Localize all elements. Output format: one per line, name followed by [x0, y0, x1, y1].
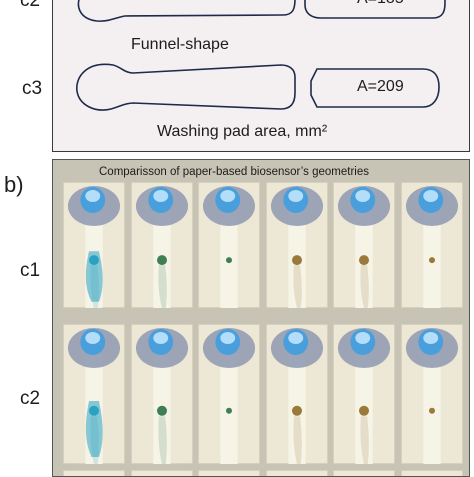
- strip-drawing: [202, 186, 256, 308]
- strip-drawing: [67, 328, 121, 464]
- strip-drawing: [270, 328, 323, 464]
- row-label-c3: c3: [22, 78, 43, 99]
- sensor-strip-photo: [400, 324, 463, 464]
- strip-drawing: [405, 186, 458, 308]
- sensor-strip-photo: [198, 324, 260, 464]
- funnel-shape-caption: Funnel-shape: [131, 36, 229, 53]
- strip-drawing: [270, 186, 323, 308]
- sensor-strip-photo: [265, 182, 328, 308]
- area-label-c3: A=209: [357, 78, 404, 95]
- strip-row-c1: [63, 182, 463, 308]
- strip-drawing: [135, 186, 188, 308]
- sensor-strip-photo: [400, 182, 463, 308]
- sensor-strip-photo: [333, 324, 395, 464]
- area-label-c2: A=185: [357, 0, 404, 8]
- panel-a-geometry-diagram: A=185 Funnel-shape A=209 Washing pad are…: [52, 0, 470, 152]
- strip-drawing: [67, 186, 121, 308]
- strip-drawing: [337, 328, 391, 464]
- shape-outline-c2: [76, 0, 446, 111]
- sensor-strip-photo: [265, 324, 328, 464]
- sensor-strip-photo-partial: [63, 470, 125, 476]
- strip-drawing: [135, 328, 188, 464]
- strip-drawing: [337, 186, 391, 308]
- strip-row-c2: [63, 324, 463, 464]
- sensor-strip-photo: [63, 324, 125, 464]
- sensor-strip-photo: [198, 182, 260, 308]
- strip-row-c3-partial: [63, 470, 463, 476]
- sensor-strip-photo-partial: [198, 470, 260, 476]
- panel-b-title: Comparisson of paper-based biosensor’s g…: [99, 166, 369, 178]
- washing-pad-axis-caption: Washing pad area, mm²: [157, 123, 328, 140]
- panel-b-photo-grid: Comparisson of paper-based biosensor’s g…: [52, 159, 470, 477]
- strip-drawing: [405, 328, 458, 464]
- sensor-strip-photo: [130, 324, 193, 464]
- sensor-strip-photo: [333, 182, 395, 308]
- sensor-strip-photo: [130, 182, 193, 308]
- sensor-strip-photo-partial: [400, 470, 463, 476]
- strip-drawing: [202, 328, 256, 464]
- row-label-c2-top: c2: [20, 0, 41, 11]
- sensor-strip-photo-partial: [333, 470, 395, 476]
- sensor-strip-photo-partial: [265, 470, 328, 476]
- row-label-c2: c2: [20, 388, 41, 409]
- row-label-c1: c1: [20, 260, 41, 281]
- sensor-strip-photo-partial: [130, 470, 193, 476]
- panel-letter-b: b): [4, 172, 24, 197]
- sensor-strip-photo: [63, 182, 125, 308]
